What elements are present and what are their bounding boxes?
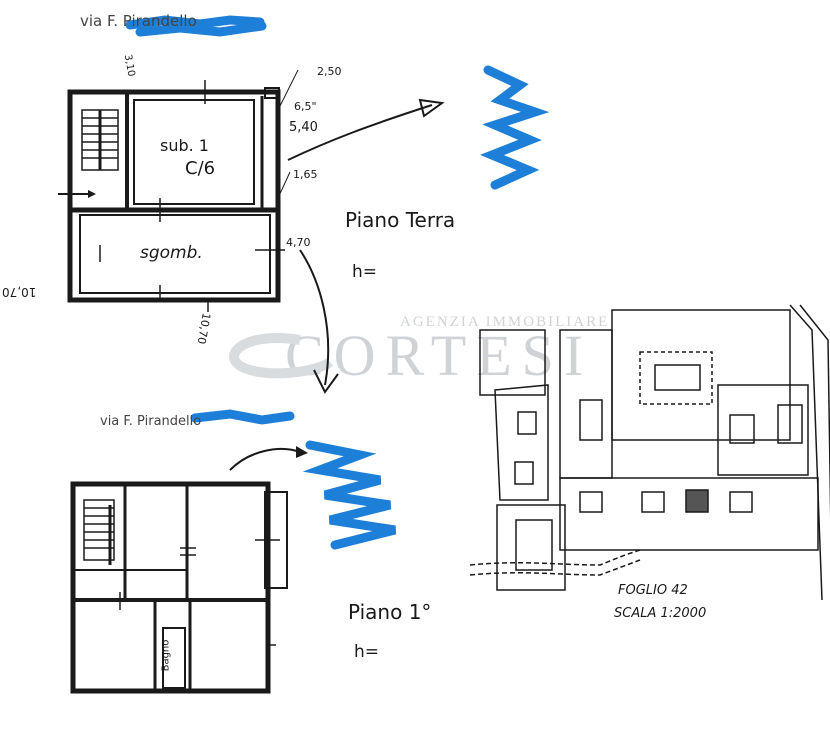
room-storage-label: sgomb. [140,243,203,263]
ground-floor-plan [58,69,299,312]
first-floor-title: Piano 1° [348,600,432,624]
dim-label-2: 6,5" [294,100,317,113]
ground-floor-height: h= [352,262,378,282]
room-sub1-label: sub. 1 [160,136,209,155]
dim-label-5: 4,70 [286,236,311,249]
dim-label-6: 10,70 [2,285,37,299]
dim-label-4: 1,65 [293,168,318,181]
street-bottom-label: via F. Pirandello [100,414,202,429]
dim-label-3: 5,40 [289,120,318,135]
watermark-line1: AGENZIA IMMOBILIARE [400,314,610,330]
cadastral-sheet: FOGLIO 42 [618,583,688,598]
room-sub1-category: C/6 [185,158,216,179]
first-floor-plan [70,481,288,694]
dim-label-1: 2,50 [317,65,342,78]
redaction-scribbles [125,15,550,550]
cadastral-map [469,304,830,601]
first-floor-height: h= [354,642,380,662]
ground-floor-title: Piano Terra [345,208,456,232]
cadastral-scale: SCALA 1:2000 [614,606,707,621]
street-top-label: via F. Pirandello [80,12,197,30]
bath-label: Bagno [160,639,172,672]
